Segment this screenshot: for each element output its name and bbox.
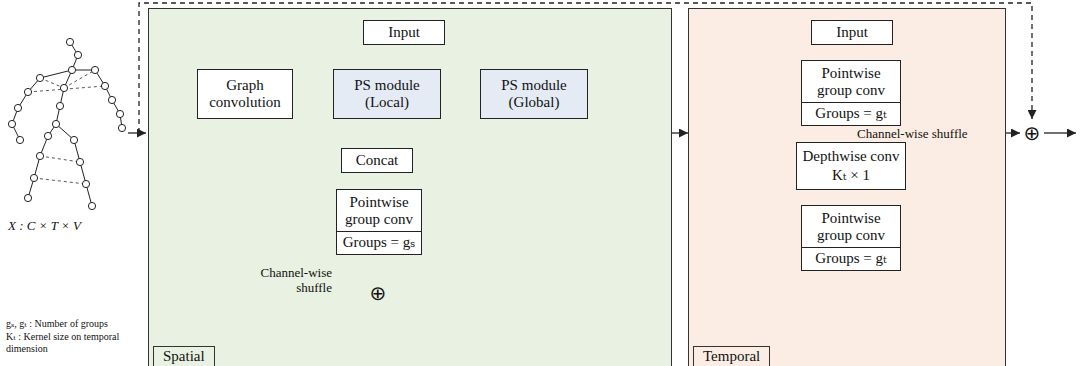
graph-dashed-edge xyxy=(40,156,80,162)
joint-dot xyxy=(52,120,59,127)
input-box: Input xyxy=(363,20,445,45)
box-subtext: Groups = gₛ xyxy=(337,231,421,254)
joint-dot xyxy=(24,88,31,95)
bone-line xyxy=(40,70,72,78)
ps-module-box: PS module (Global) xyxy=(480,69,588,119)
box-title: Pointwise group conv xyxy=(337,190,421,231)
sum-symbol: ⊕ xyxy=(1021,122,1043,144)
temporal-out-arrow xyxy=(1006,132,1020,133)
joint-dot xyxy=(36,74,43,81)
joint-dot xyxy=(76,158,83,165)
joint-dot xyxy=(116,110,123,117)
box-title: PS module (Global) xyxy=(481,70,587,118)
notation-note: Kₜ : Kernel size on temporal dimension xyxy=(6,331,146,355)
box-title: Pointwise group conv xyxy=(802,61,900,102)
joint-dot xyxy=(82,180,89,187)
notation-note: gₛ, gₜ : Number of groups xyxy=(6,318,146,330)
pointwise-conv-box: Pointwise group convGroups = gₛ xyxy=(336,189,422,255)
joint-dot xyxy=(88,202,95,209)
box-subtext: Groups = gₜ xyxy=(802,102,900,125)
box-title: Pointwise group conv xyxy=(802,206,900,247)
joint-dot xyxy=(36,152,43,159)
skeleton-graph xyxy=(8,38,125,209)
sum-symbol: ⊕ xyxy=(367,282,389,304)
box-subtext: Kₜ × 1 xyxy=(797,166,905,185)
graph-conv-box: Graph convolution xyxy=(197,69,293,119)
box-subtext: Groups = gₜ xyxy=(802,247,900,270)
joint-dot xyxy=(24,194,31,201)
graph-dashed-edge xyxy=(34,178,86,184)
graph-dashed-edge xyxy=(64,70,95,88)
pointwise-conv-box: Pointwise group convGroups = gₜ xyxy=(801,60,901,126)
box-title: Concat xyxy=(342,149,412,172)
input-arrow xyxy=(128,132,146,133)
joint-dot xyxy=(74,51,81,58)
joint-dot xyxy=(91,66,98,73)
joint-dot xyxy=(70,136,77,143)
input-box: Input xyxy=(811,20,893,45)
box-title: PS module (Local) xyxy=(334,70,440,118)
shuffle-label: Channel-wise shuffle xyxy=(224,265,332,295)
depthwise-conv-box: Depthwise convKₜ × 1 xyxy=(796,142,906,190)
spatial-panel: InputGraph convolution PS module (Local) P… xyxy=(148,8,672,366)
joint-dot xyxy=(44,132,51,139)
joint-dot xyxy=(14,104,21,111)
flow-arrow xyxy=(672,132,688,133)
pointwise-conv-box: Pointwise group convGroups = gₜ xyxy=(801,205,901,271)
box-title: Input xyxy=(364,21,444,44)
output-arrow xyxy=(1044,132,1076,133)
joint-dot xyxy=(60,84,67,91)
tensor-shape-label: X : C × T × V xyxy=(8,218,128,233)
joint-dot xyxy=(8,120,15,127)
panel-title: Spatial xyxy=(153,346,215,366)
panel-title: Temporal xyxy=(693,346,770,366)
joint-dot xyxy=(118,124,125,131)
box-title: Input xyxy=(812,21,892,44)
temporal-panel: InputPointwise group convGroups = gₜDept… xyxy=(688,8,1006,366)
box-title: Graph convolution xyxy=(198,70,292,118)
joint-dot xyxy=(66,38,73,45)
joint-dot xyxy=(108,96,115,103)
joint-dot xyxy=(16,136,23,143)
ps-module-box: PS module (Local) xyxy=(333,69,441,119)
joint-dot xyxy=(101,82,108,89)
joint-dot xyxy=(68,66,75,73)
joint-dot xyxy=(30,174,37,181)
shuffle-label: Channel-wise shuffle xyxy=(857,126,977,141)
box-title: Depthwise conv xyxy=(797,147,905,166)
concat-box: Concat xyxy=(341,148,413,173)
joint-dot xyxy=(56,102,63,109)
